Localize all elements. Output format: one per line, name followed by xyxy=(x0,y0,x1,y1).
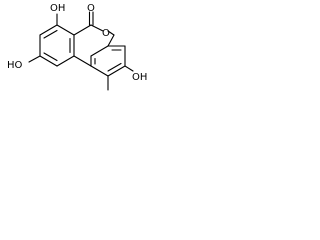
bond xyxy=(56,55,75,67)
carbonyl-oxygen-label: O xyxy=(87,3,95,14)
bond xyxy=(73,55,92,67)
substituents xyxy=(28,13,134,91)
lactone-ring xyxy=(73,11,115,67)
bond xyxy=(39,24,58,36)
bond xyxy=(56,24,75,36)
bond xyxy=(107,34,115,47)
hydroxyl-left-label: HO xyxy=(7,60,23,71)
atom-labels: OH O O HO OH xyxy=(7,3,147,83)
molecule-structure: OH O O HO OH xyxy=(7,3,147,91)
double-bond-inner xyxy=(107,62,122,72)
right-benzene-ring xyxy=(90,34,126,77)
left-benzene-ring xyxy=(39,24,75,67)
double-bond-inner xyxy=(43,29,58,39)
bond xyxy=(107,30,115,36)
bond xyxy=(90,24,104,32)
hydroxyl-right-label: OH xyxy=(132,72,147,83)
bond xyxy=(39,55,58,67)
double-bond-inner xyxy=(43,52,58,62)
hydroxyl-bond-right xyxy=(124,65,134,72)
hydroxyl-top-label: OH xyxy=(50,3,65,14)
ring-oxygen-label: O xyxy=(102,28,110,39)
bond xyxy=(90,45,109,57)
bond xyxy=(107,65,126,77)
hydroxyl-bond-left xyxy=(28,55,41,63)
bond xyxy=(73,24,92,36)
bond xyxy=(90,65,109,77)
